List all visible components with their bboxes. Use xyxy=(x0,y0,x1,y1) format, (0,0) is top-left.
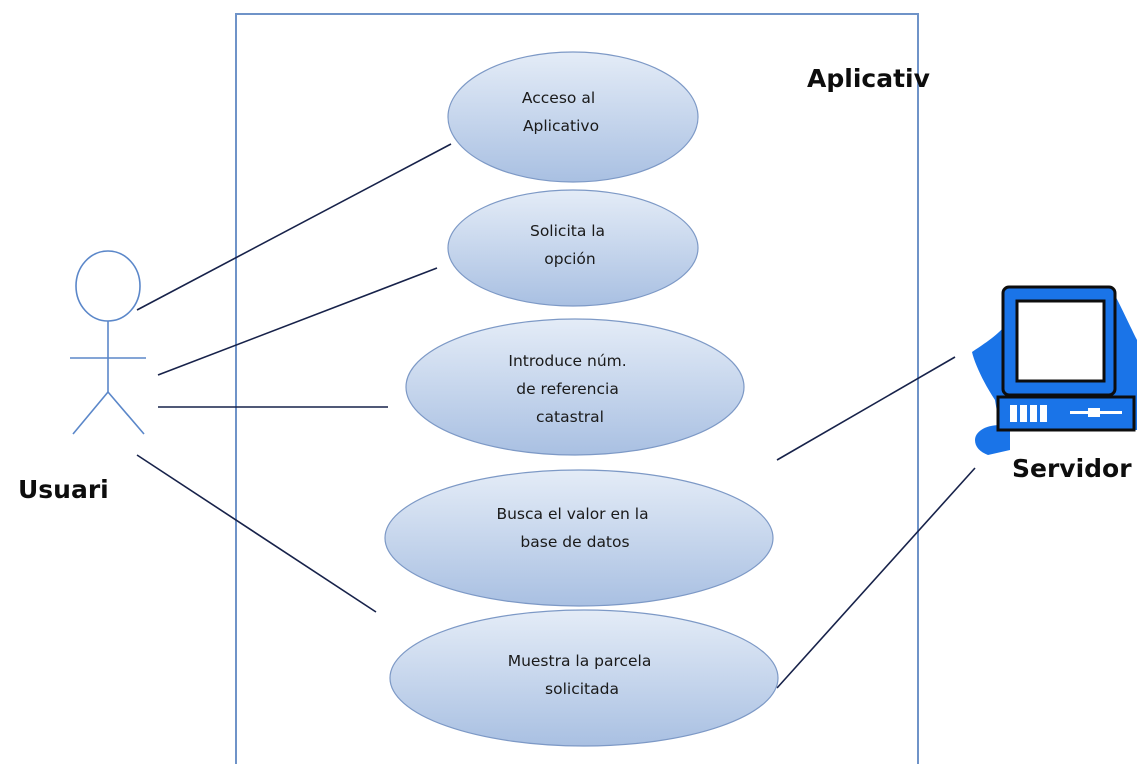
association-line xyxy=(136,143,452,311)
association-line xyxy=(776,467,976,689)
svg-text:Muestra la parcela solic: Muestra la parcela solicitada xyxy=(508,652,657,698)
use-case-line: Aplicativo xyxy=(523,117,599,135)
use-case-busca[interactable]: Busca el valor en la base de datos xyxy=(384,469,774,607)
use-case-acceso[interactable]: Acceso al Aplicativo xyxy=(447,51,699,183)
use-case-ellipse xyxy=(447,189,699,307)
use-case-line: de referencia xyxy=(516,380,619,398)
use-case-line: base de datos xyxy=(520,533,629,551)
use-case-ellipse xyxy=(389,609,779,747)
association-line xyxy=(136,454,377,613)
use-case-ellipse xyxy=(447,51,699,183)
use-case-line: Acceso al xyxy=(522,89,595,107)
use-case-ellipse xyxy=(405,318,745,456)
use-case-ellipse xyxy=(384,469,774,607)
stick-figure-icon[interactable] xyxy=(70,250,146,435)
svg-text:Busca el valor en la bas: Busca el valor en la base de datos xyxy=(496,505,653,551)
use-case-line: solicitada xyxy=(545,680,619,698)
use-case-introduce[interactable]: Introduce núm. de referencia catastral xyxy=(405,318,745,456)
association-line xyxy=(776,356,956,461)
computer-icon[interactable] xyxy=(972,285,1137,455)
system-title: Aplicativ xyxy=(807,64,930,93)
actor-label-user: Usuari xyxy=(18,475,109,504)
use-case-line: opción xyxy=(544,250,595,268)
actor-label-server: Servidor xyxy=(1012,454,1132,483)
system-boundary xyxy=(235,13,919,764)
association-line xyxy=(157,267,438,376)
use-case-line: Muestra la parcela xyxy=(508,652,652,670)
association-lines xyxy=(136,143,976,689)
use-case-line: Introduce núm. xyxy=(508,352,626,370)
use-case-line: catastral xyxy=(536,408,604,426)
svg-text:Introduce núm. de refere: Introduce núm. de referencia catastral xyxy=(508,352,631,426)
svg-text:Solicita la opción: Solicita la opción xyxy=(530,222,610,268)
use-case-line: Busca el valor en la xyxy=(496,505,648,523)
svg-text:Acceso al Aplicativo: Acceso al Aplicativo xyxy=(522,89,600,135)
use-case-solicita[interactable]: Solicita la opción xyxy=(447,189,699,307)
use-case-line: Solicita la xyxy=(530,222,605,240)
use-case-muestra[interactable]: Muestra la parcela solicitada xyxy=(389,609,779,747)
